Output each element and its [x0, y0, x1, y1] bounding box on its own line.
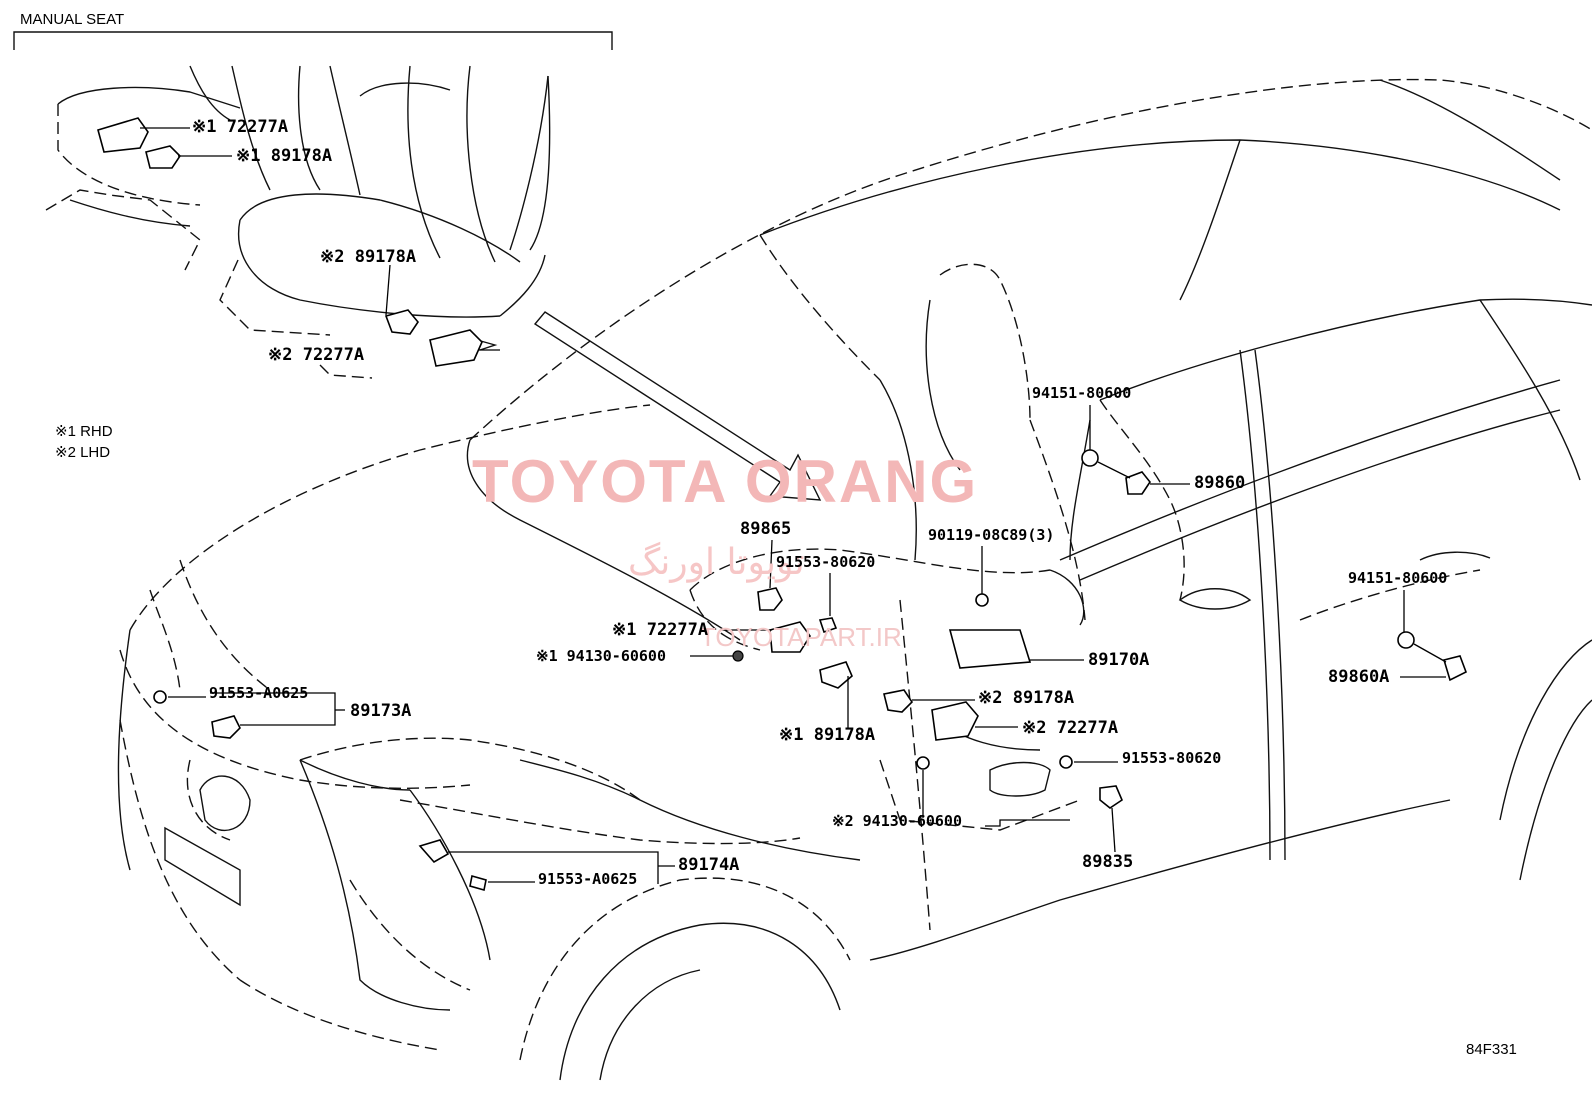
- manual-seat-bracket: [13, 31, 613, 50]
- label-91553-80620-lower: 91553-80620: [1122, 749, 1222, 767]
- watermark-url: TOYOTAPART.IR: [700, 622, 902, 652]
- parts-shapes: [97, 117, 1468, 892]
- vehicle-body-outline: [117, 78, 1592, 1081]
- manual-seat-title: MANUAL SEAT: [20, 11, 125, 28]
- label-89865: 89865: [740, 519, 792, 539]
- label-91553-80620-upper: 91553-80620: [776, 553, 876, 571]
- label-89170a: 89170A: [1088, 650, 1150, 670]
- watermark-persian: تویوتا اورنگ: [628, 542, 805, 583]
- label-seat-72277a-lhd: ※2 72277A: [268, 345, 365, 365]
- legend-lhd: ※2 LHD: [55, 444, 111, 461]
- label-89860a: 89860A: [1328, 667, 1390, 687]
- label-89178a-rhd: ※1 89178A: [779, 725, 876, 745]
- label-72277a-lhd: ※2 72277A: [1022, 718, 1119, 738]
- label-91553-a0625-upper: 91553-A0625: [209, 684, 309, 702]
- label-seat-72277a-rhd: ※1 72277A: [192, 117, 289, 137]
- label-94130-60600-lhd: ※2 94130-60600: [832, 812, 962, 830]
- label-89835: 89835: [1082, 852, 1134, 872]
- label-72277a-rhd: ※1 72277A: [612, 620, 709, 640]
- label-89860: 89860: [1194, 473, 1246, 493]
- label-seat-89178a-lhd: ※2 89178A: [320, 247, 417, 267]
- label-91553-a0625-lower: 91553-A0625: [538, 870, 638, 888]
- legend-rhd: ※1 RHD: [55, 423, 113, 440]
- leader-lines: [140, 127, 1447, 884]
- figure-code: 84F331: [1466, 1041, 1517, 1058]
- inset-seat-drawing: [45, 65, 551, 379]
- detail-arrow: [533, 311, 822, 501]
- label-94151-80600-right: 94151-80600: [1348, 569, 1448, 587]
- label-seat-89178a-rhd: ※1 89178A: [236, 146, 333, 166]
- label-94130-60600-rhd: ※1 94130-60600: [536, 647, 666, 665]
- label-89178a-lhd: ※2 89178A: [978, 688, 1075, 708]
- watermark-brand: TOYOTA ORANG: [472, 448, 979, 515]
- label-89173a: 89173A: [350, 701, 412, 721]
- label-90119-08c89: 90119-08C89(3): [928, 526, 1055, 544]
- label-94151-80600-upper: 94151-80600: [1032, 384, 1132, 402]
- label-89174a: 89174A: [678, 855, 740, 875]
